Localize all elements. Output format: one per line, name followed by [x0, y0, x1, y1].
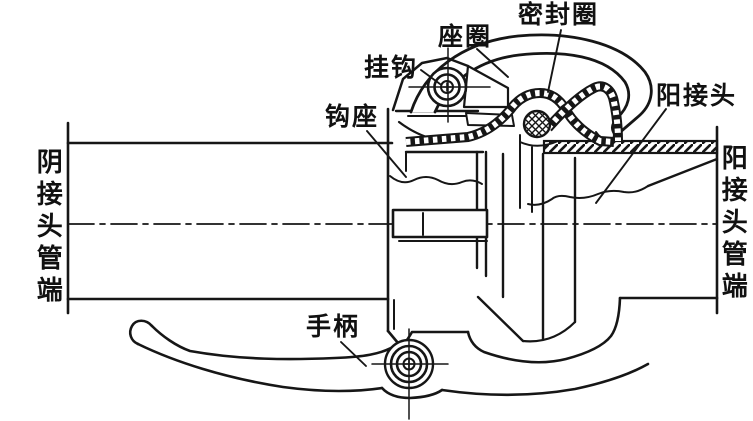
label-handle: 手柄 [306, 313, 361, 341]
pipe-wall-hatched-band [542, 139, 719, 155]
seal-bead [522, 109, 552, 139]
leader-lines [340, 29, 667, 367]
break-line [527, 185, 649, 206]
latch-slot [391, 208, 489, 239]
label-hook: 挂钩 [364, 54, 419, 82]
break-line [389, 175, 483, 186]
male-coupling-body [466, 134, 719, 364]
leader-seat-ring [476, 48, 509, 78]
hook-pin [408, 47, 491, 123]
label-seal-ring: 密封圈 [518, 1, 600, 29]
leader-hook [420, 69, 441, 85]
leader-seal-ring [547, 29, 562, 93]
label-male-pipe-end: 阳接头管端 [718, 144, 749, 304]
seal-ring [405, 81, 623, 147]
leader-male-coupling [595, 108, 667, 204]
handle-pivot-bolt [371, 328, 449, 420]
label-seat-ring: 座圈 [438, 23, 493, 51]
handle [128, 319, 650, 420]
label-male-coupling: 阳接头 [656, 82, 738, 110]
leader-hook-seat [366, 130, 407, 178]
label-hook-seat: 钩座 [325, 103, 380, 131]
leader-handle [340, 341, 367, 367]
label-female-pipe-end: 阴接头管端 [33, 148, 64, 308]
hook [391, 47, 491, 123]
